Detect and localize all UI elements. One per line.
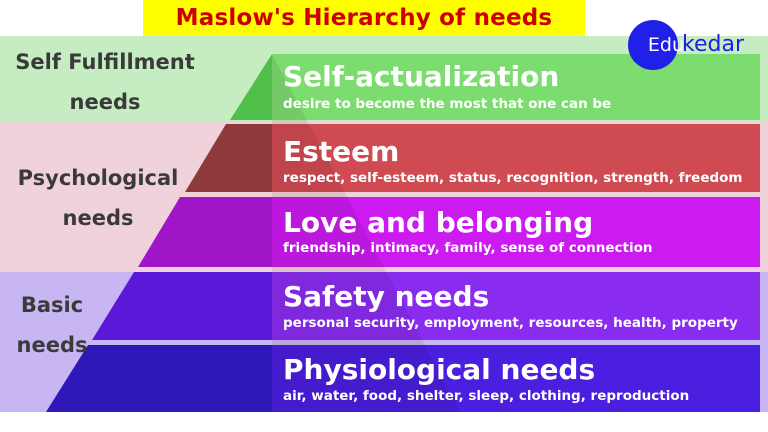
bar-esteem	[272, 124, 760, 192]
pyramid-right-face	[272, 54, 460, 412]
level-title-safety: Safety needs	[283, 280, 490, 313]
level-desc-self-actualization: desire to become the most that one can b…	[283, 96, 612, 112]
category-self-fulfillment: Self Fulfillment needs	[0, 42, 210, 122]
pyramid-face-esteem	[185, 124, 272, 192]
logo-text: kedar	[682, 32, 744, 57]
category-line1: Psychological	[17, 166, 179, 190]
category-line2: needs	[62, 206, 134, 230]
level-desc-safety: personal security, employment, resources…	[283, 315, 738, 331]
bar-safety	[272, 272, 760, 340]
level-desc-love-belonging: friendship, intimacy, family, sense of c…	[283, 240, 653, 256]
pyramid-face-self-actualization	[230, 54, 272, 120]
level-desc-physiological: air, water, food, shelter, sleep, clothi…	[283, 388, 690, 404]
pyramid-face-physiological	[46, 345, 272, 412]
pyramid-face-love	[138, 197, 272, 267]
level-desc-esteem: respect, self-esteem, status, recognitio…	[283, 170, 743, 186]
edukedar-logo: Edu kedar	[628, 20, 750, 72]
level-title-esteem: Esteem	[283, 135, 400, 168]
bar-self-actualization	[272, 54, 760, 120]
category-line2: needs	[69, 90, 141, 114]
level-title-love-belonging: Love and belonging	[283, 206, 594, 239]
page-title: Maslow's Hierarchy of needs	[175, 5, 553, 31]
category-psychological: Psychological needs	[0, 158, 196, 238]
level-title-self-actualization: Self-actualization	[283, 60, 560, 93]
category-line1: Self Fulfillment	[15, 50, 195, 74]
category-basic: Basic needs	[0, 285, 104, 365]
logo-circle-text: Edu	[647, 34, 684, 56]
bar-physiological	[272, 345, 760, 412]
bar-love-belonging	[272, 197, 760, 267]
pyramid-face-safety	[92, 272, 272, 340]
page-title-banner: Maslow's Hierarchy of needs	[143, 0, 585, 36]
logo-circle: Edu	[628, 20, 684, 70]
level-title-physiological: Physiological needs	[283, 353, 596, 386]
category-line2: needs	[16, 333, 88, 357]
category-line1: Basic	[20, 293, 84, 317]
